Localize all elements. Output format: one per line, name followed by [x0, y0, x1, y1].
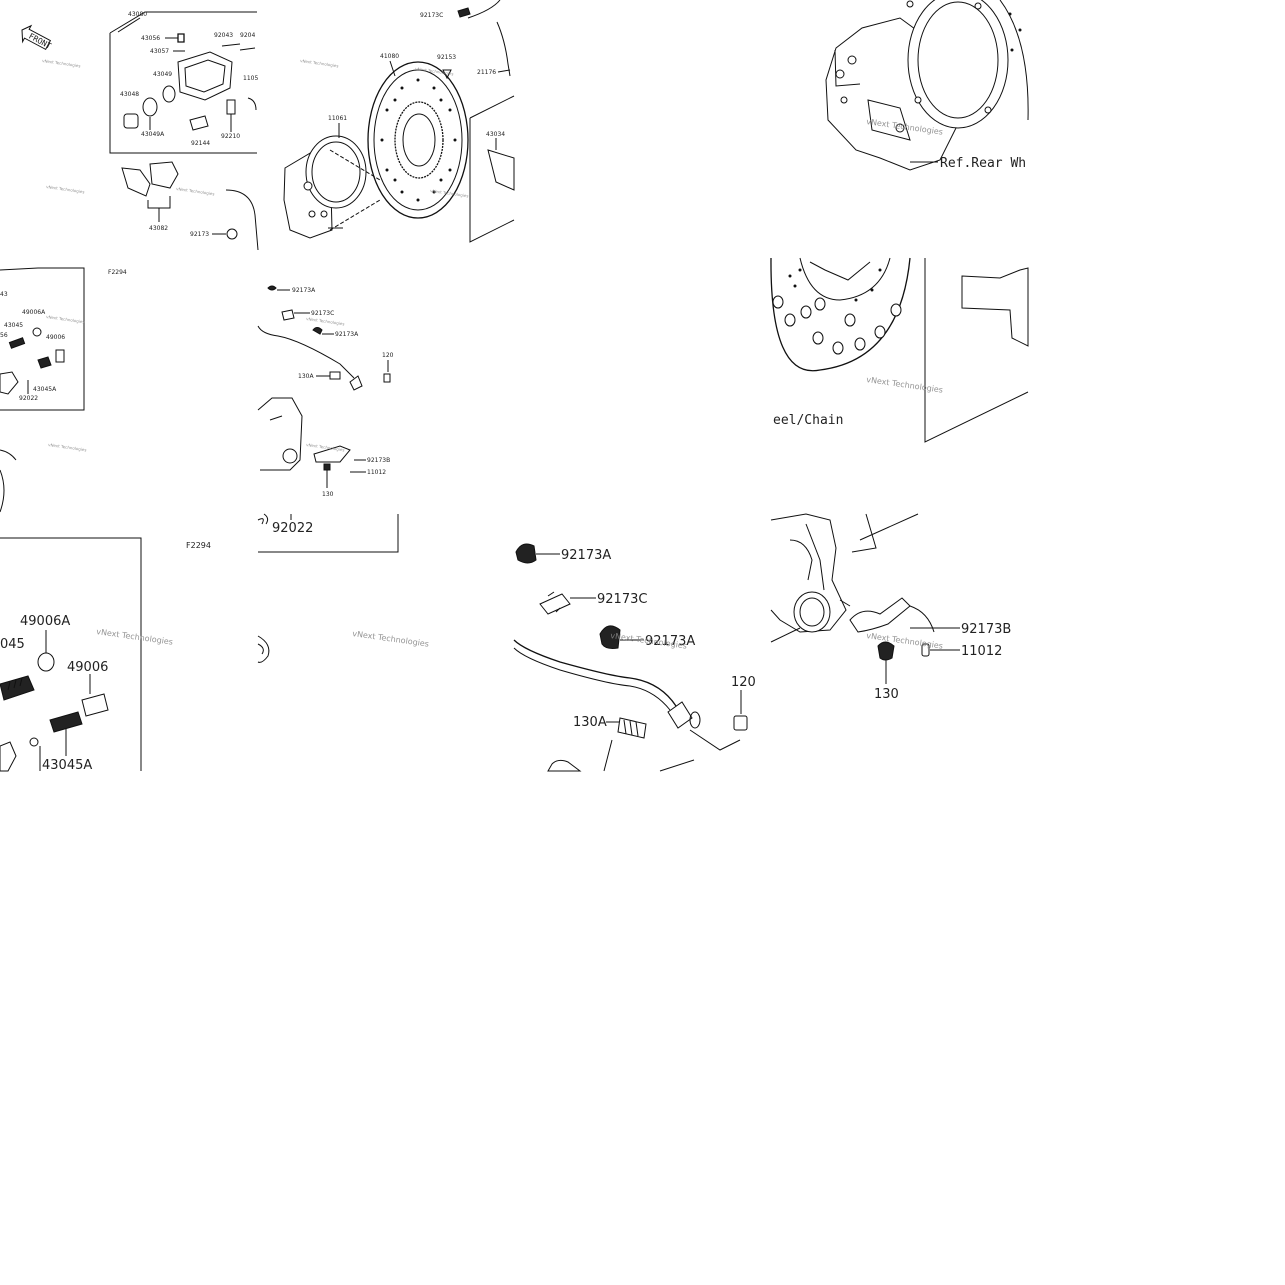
- label-1105: 1105: [243, 75, 258, 82]
- label-92173: 92173: [190, 231, 209, 238]
- watermark-8: vNext Technologies: [306, 316, 345, 326]
- label-43: 43: [0, 291, 8, 298]
- label-92043: 92043: [214, 32, 233, 39]
- label-43034: 43034: [486, 131, 505, 138]
- label-49006-large: 49006: [67, 660, 108, 675]
- watermark-4: vNext Technologies: [46, 184, 85, 194]
- brake-disc: [367, 61, 469, 219]
- label-43057: 43057: [150, 48, 169, 55]
- label-9204: 9204: [240, 32, 255, 39]
- tile-sensor-cable-large: 92173A 92173C 92173A 120 130A: [513, 543, 756, 772]
- label-92022-large: 92022: [272, 521, 313, 536]
- label-49006a-large: 49006A: [20, 614, 70, 629]
- brake-pad-left: [121, 167, 151, 197]
- watermark-10: vNext Technologies: [306, 442, 345, 452]
- label-92173c-large: 92173C: [597, 592, 647, 607]
- tile-caliper-disc-overview: FRONT 43080 43056 43057 92043 9204 43049…: [21, 0, 515, 251]
- label-43048: 43048: [120, 91, 139, 98]
- label-43056: 43056: [141, 35, 160, 42]
- label-21176: 21176: [477, 69, 496, 76]
- label-92210: 92210: [221, 133, 240, 140]
- label-43045a: 43045A: [33, 386, 57, 393]
- label-92173b-small: 92173B: [367, 457, 390, 464]
- label-130-large: 130: [874, 687, 899, 702]
- tile-disc-closeup: eel/Chain: [770, 257, 1029, 443]
- figure-code-f2294: F2294: [186, 541, 211, 550]
- label-92022: 92022: [19, 395, 38, 402]
- label-120-large: 120: [731, 675, 756, 690]
- watermark-12: vNext Technologies: [866, 375, 944, 395]
- watermark-14: vNext Technologies: [352, 629, 430, 649]
- label-41080: 41080: [380, 53, 399, 60]
- label-92173c-small: 92173C: [311, 310, 334, 317]
- label-120-small: 120: [382, 352, 394, 359]
- watermark-6: vNext Technologies: [430, 188, 469, 198]
- label-43045: 43045: [4, 322, 23, 329]
- wheel-hub: [283, 135, 381, 239]
- watermark-16: vNext Technologies: [866, 631, 944, 651]
- tile-bracket-clamp-large: 92173B 11012 130: [770, 513, 1011, 702]
- label-92153: 92153: [437, 54, 456, 61]
- label-43080: 43080: [128, 11, 147, 18]
- tile-caliper-bracket-small: 43 49006A 43045 56 49006 43045A 92022 F2…: [0, 267, 127, 513]
- label-92173b-large: 92173B: [961, 622, 1011, 637]
- label-92173a-large-2: 92173A: [645, 634, 695, 649]
- label-11012-small: 11012: [367, 469, 386, 476]
- clamp-92173b: [849, 597, 911, 633]
- label-92173a-2: 92173A: [335, 331, 359, 338]
- watermark-2: vNext Technologies: [300, 58, 339, 68]
- label-ref-rear-wh: Ref.Rear Wh: [940, 156, 1026, 171]
- caliper-frame: [109, 11, 257, 154]
- label-43049a: 43049A: [141, 131, 165, 138]
- tile-hub-closeup: Ref.Rear Wh: [825, 0, 1029, 171]
- label-43045a-large: 43045A: [42, 758, 92, 773]
- watermark-13: vNext Technologies: [96, 627, 174, 647]
- brake-pad-right: [149, 161, 179, 189]
- label-43082: 43082: [149, 225, 168, 232]
- figure-code-f2294-small: F2294: [108, 269, 127, 276]
- label-92173a-1: 92173A: [292, 287, 316, 294]
- label-11012-large: 11012: [961, 644, 1002, 659]
- label-49006: 49006: [46, 334, 65, 341]
- tile-sensor-bracket-small: 92173A 92173C 92173A 120 130A 92173B 110…: [257, 285, 394, 498]
- tile-clip-fragment: 92022: [257, 513, 399, 663]
- label-130a-small: 130A: [298, 373, 314, 380]
- label-130-small: 130: [322, 491, 334, 498]
- label-11061: 11061: [328, 115, 347, 122]
- label-56: 56: [0, 332, 8, 339]
- watermark-7: vNext Technologies: [46, 314, 85, 324]
- watermark-9: vNext Technologies: [48, 442, 87, 452]
- label-92144: 92144: [191, 140, 210, 147]
- label-eel-chain: eel/Chain: [773, 413, 843, 428]
- front-arrow-icon: FRONT: [21, 24, 53, 51]
- label-130a-large: 130A: [573, 715, 607, 730]
- watermark-3: vNext Technologies: [415, 66, 454, 76]
- label-43049: 43049: [153, 71, 172, 78]
- label-92173c: 92173C: [420, 12, 443, 19]
- label-045-large: 045: [0, 637, 25, 652]
- watermark-1: vNext Technologies: [42, 58, 81, 68]
- tile-caliper-bracket-large: F2294 49006A 045 49006 43045A: [0, 537, 211, 773]
- label-49006a: 49006A: [22, 309, 46, 316]
- label-92173a-large-1: 92173A: [561, 548, 611, 563]
- watermark-5: vNext Technologies: [176, 186, 215, 196]
